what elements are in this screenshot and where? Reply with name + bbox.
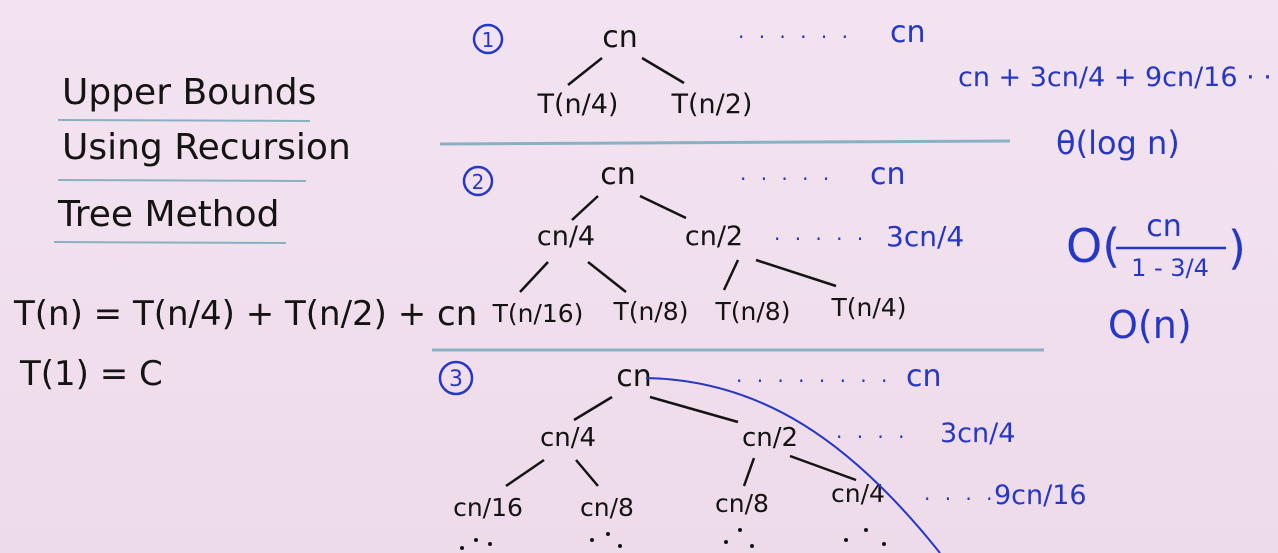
step-3-level1-left: cn/4 (540, 423, 596, 453)
big-o-numerator: cn (1146, 209, 1182, 244)
step-2-edge-l1 (519, 261, 549, 293)
recurrence-line-2: T(1) = C (19, 354, 163, 394)
step-3-sum-2: 3cn/4 (940, 418, 1015, 449)
step-2-sum-2: 3cn/4 (886, 220, 964, 253)
title-line-1: Upper Bounds (62, 72, 316, 113)
step-3-edge-r2 (789, 454, 857, 482)
title-block: Upper Bounds Using Recursion Tree Method (53, 72, 351, 244)
step-3-circle (438, 360, 474, 396)
step-3-dots-1: . . . . . . . . (736, 363, 891, 387)
title-underline-1 (57, 119, 311, 122)
step-2-edge-r1 (722, 259, 740, 291)
title-underline-3 (53, 241, 287, 244)
step-2-dots-2: . . . . . (774, 221, 867, 245)
title-underline-2 (57, 179, 307, 182)
big-o-open: O( (1066, 219, 1120, 273)
step-3-edge-left (573, 395, 613, 422)
step-2-edge-left (571, 195, 599, 221)
step-3-continuation-dots (460, 528, 886, 550)
step-3-leaf-4: cn/4 (831, 479, 885, 508)
step-2-circle (462, 165, 494, 197)
step-3-leaf-2: cn/8 (580, 493, 634, 522)
step-2-edge-r2 (755, 258, 837, 288)
theta-log-n: θ(log n) (1056, 124, 1180, 162)
step-3-root: cn (616, 359, 652, 394)
step-2-leaf-3: T(n/8) (715, 297, 791, 326)
step-3: 3 cn cn/4 cn/2 cn/16 cn/8 cn/8 cn/4 . . … (438, 359, 1087, 553)
step-2: 2 cn cn/4 cn/2 T(n/16) T(n/8) T(n/8) T(n… (462, 157, 964, 328)
big-o-n: O(n) (1108, 303, 1192, 347)
step-1-root: cn (602, 20, 638, 55)
right-notes: cn + 3cn/4 + 9cn/16 · · · θ(log n) O( cn… (958, 62, 1278, 347)
series-sum: cn + 3cn/4 + 9cn/16 · · · (958, 62, 1278, 93)
divider-1 (439, 139, 1011, 146)
step-3-dots-2: . . . . (836, 419, 909, 443)
step-2-number: 2 (472, 170, 485, 194)
step-1-child-left: T(n/4) (537, 89, 619, 120)
step-1-edge-left (567, 57, 603, 86)
step-2-root: cn (600, 157, 636, 192)
title-line-2: Using Recursion (62, 127, 351, 168)
step-2-level1-left: cn/4 (537, 221, 595, 252)
step-3-edge-right (649, 395, 739, 424)
step-1-level-sum: cn (890, 15, 926, 50)
step-2-sum-1: cn (870, 157, 906, 192)
step-3-leaf-1: cn/16 (453, 493, 523, 522)
step-1-child-right: T(n/2) (671, 89, 753, 120)
step-1: 1 cn T(n/4) T(n/2) . . . . . . cn (472, 15, 926, 120)
step-2-edge-l2 (587, 261, 627, 293)
step-3-edge-r1 (742, 457, 756, 487)
recurrence-line-1: T(n) = T(n/4) + T(n/2) + cn (13, 294, 477, 334)
step-1-edge-right (641, 56, 685, 85)
step-2-leaf-1: T(n/16) (492, 299, 584, 328)
step-3-sum-1: cn (906, 359, 942, 394)
step-3-edge-l2 (575, 459, 599, 487)
step-2-level1-right: cn/2 (685, 221, 743, 252)
big-o-denominator: 1 - 3/4 (1131, 254, 1209, 282)
step-2-edge-right (639, 194, 687, 220)
step-2-dots-1: . . . . . (740, 161, 833, 185)
step-3-leaf-3: cn/8 (715, 489, 769, 518)
step-3-edge-l1 (505, 458, 545, 488)
step-3-level1-right: cn/2 (742, 423, 798, 453)
step-3-boundary-curve (645, 377, 941, 553)
step-3-sum-3: 9cn/16 (994, 480, 1087, 511)
recurrence-block: T(n) = T(n/4) + T(n/2) + cn T(1) = C (13, 294, 477, 394)
step-1-circle (472, 23, 504, 55)
title-line-3: Tree Method (57, 194, 279, 235)
step-3-dots-3: . . . . (924, 481, 997, 505)
big-o-close: ) (1228, 221, 1246, 275)
step-2-leaf-4: T(n/4) (831, 293, 907, 322)
step-1-number: 1 (482, 28, 495, 52)
step-2-leaf-2: T(n/8) (613, 297, 689, 326)
step-1-level-dots: . . . . . . (738, 19, 852, 43)
step-3-number: 3 (449, 367, 463, 392)
